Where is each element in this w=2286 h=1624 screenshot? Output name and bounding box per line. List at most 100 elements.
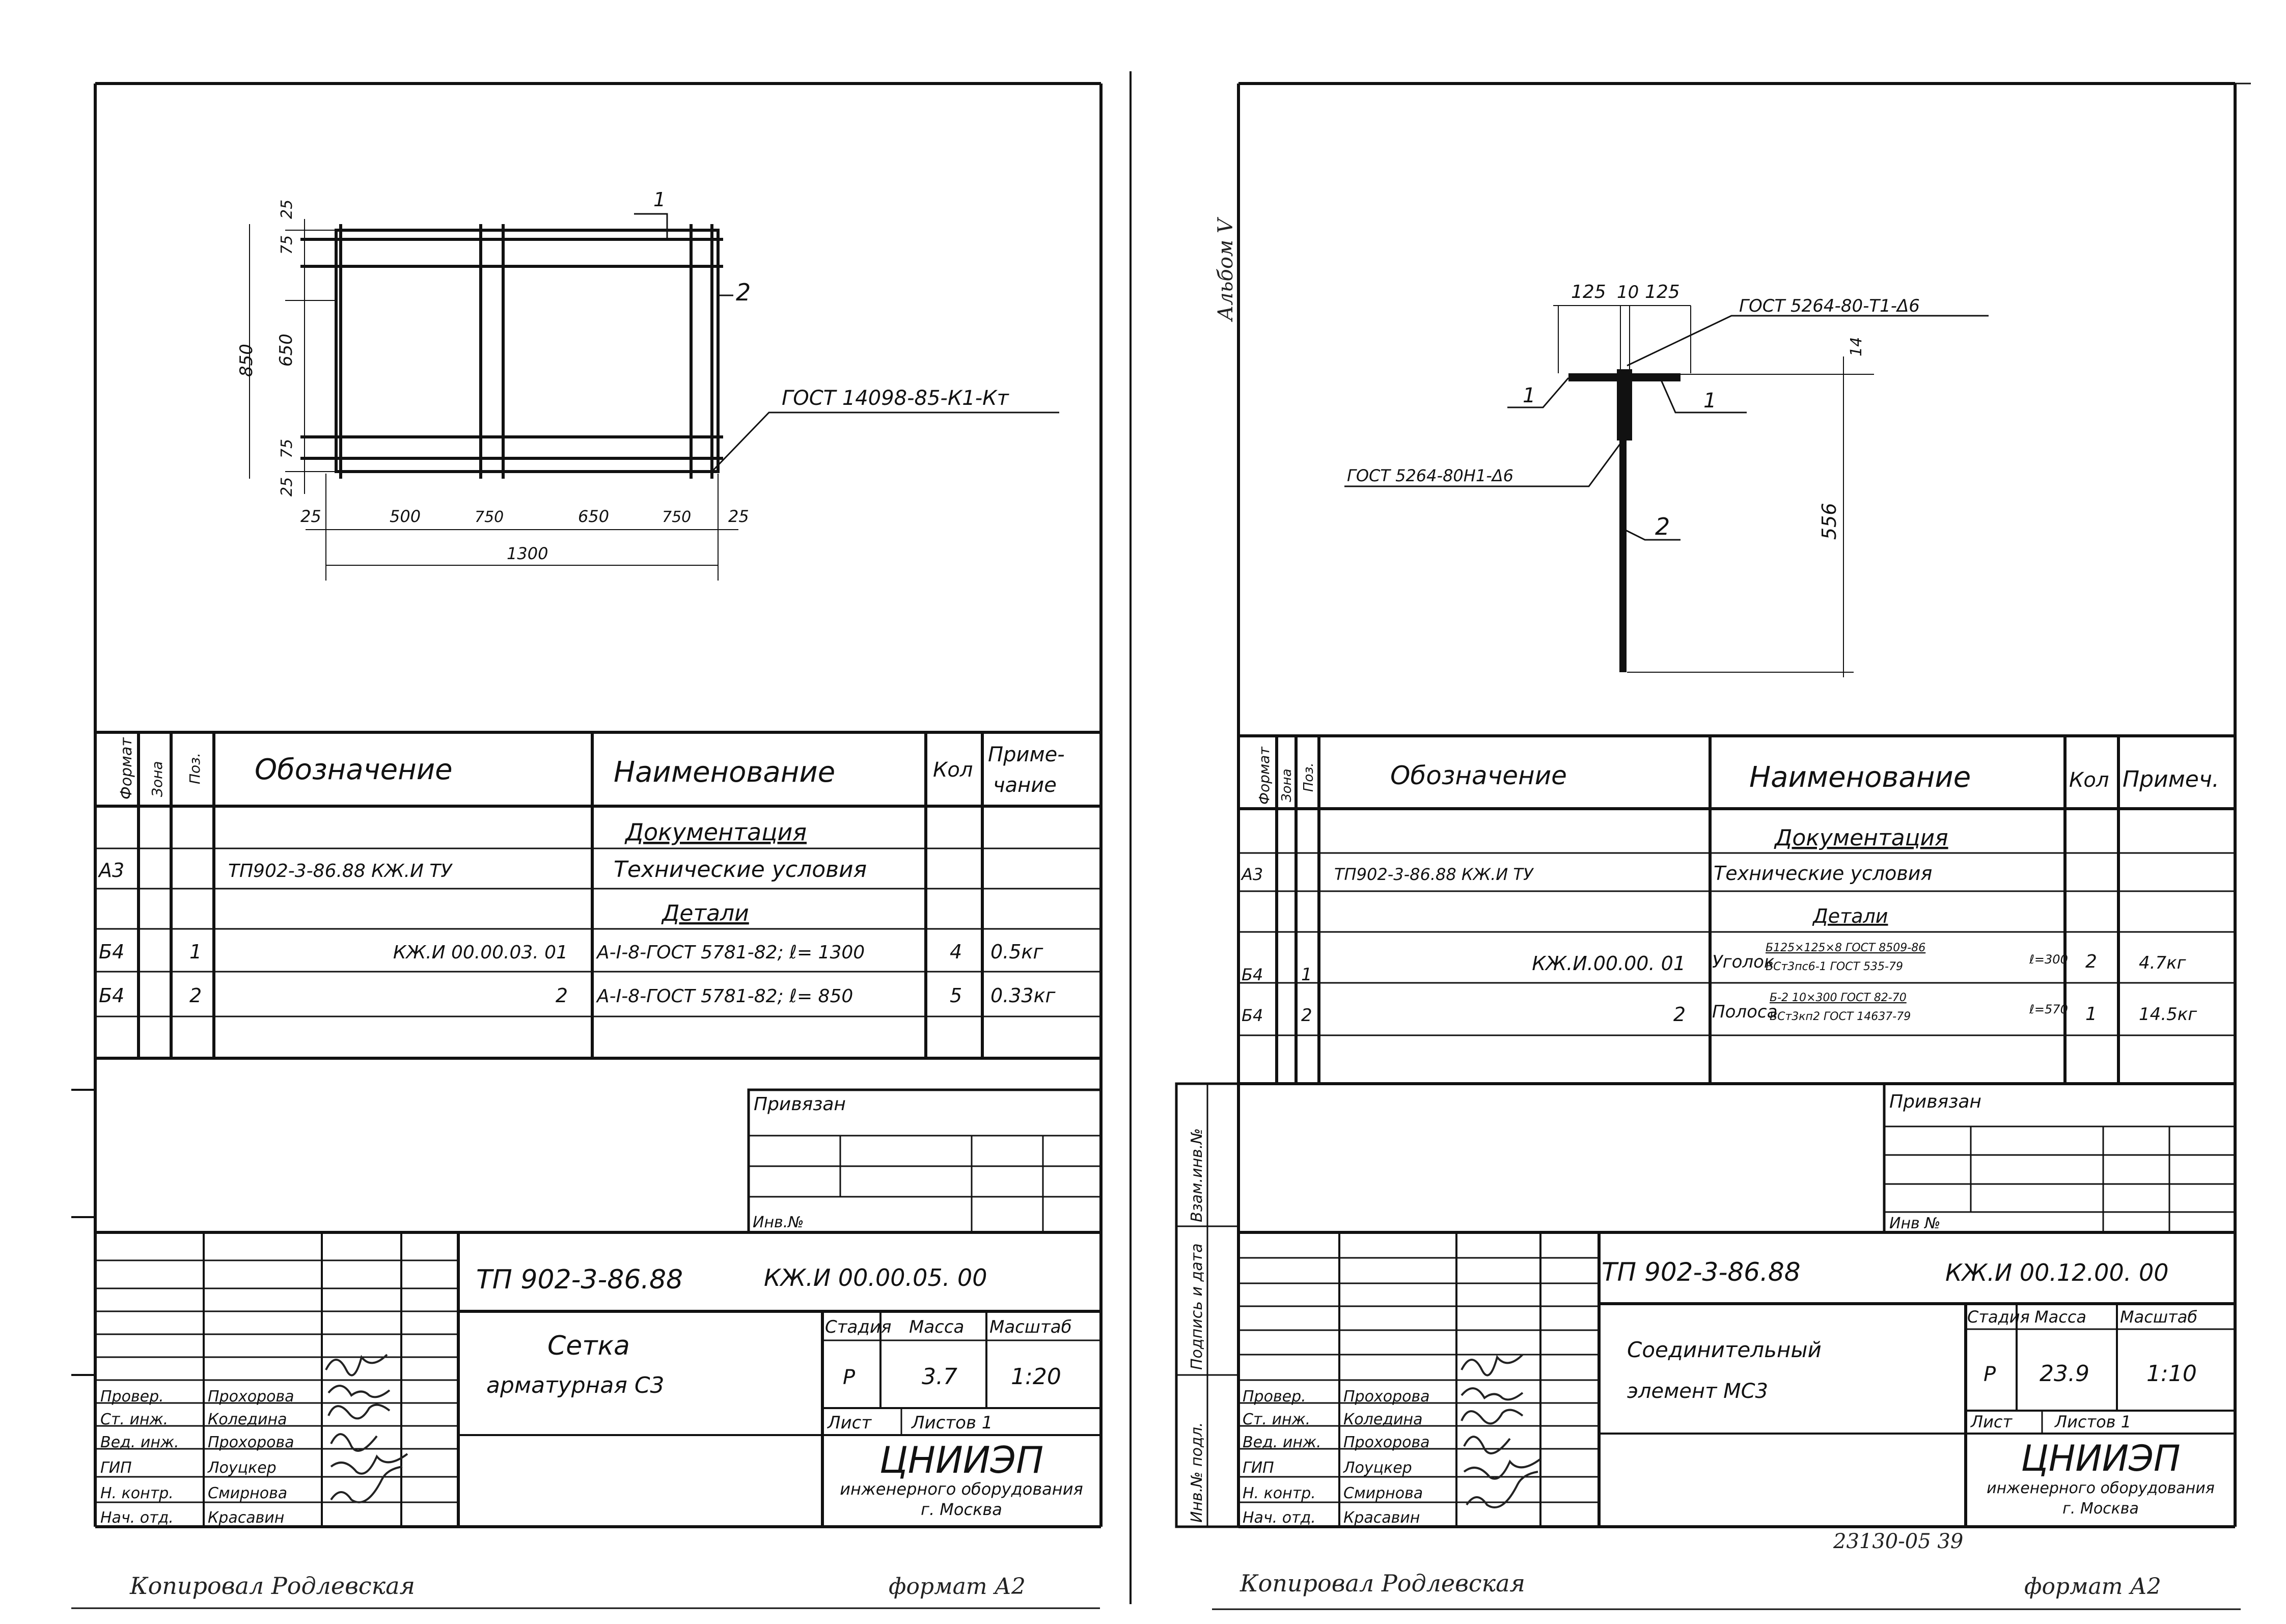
- l-row1-designation: ТП902-3-86.88 КЖ.И ТУ: [228, 861, 453, 882]
- l-tb-stage-h: Стадия: [825, 1317, 891, 1337]
- lh-format: Формат: [118, 737, 135, 800]
- l-role-0: Провер.: [100, 1388, 164, 1406]
- l-row3-name: А-I-8-ГОСТ 5781-82; ℓ= 850: [596, 986, 853, 1007]
- right-title-block: [1238, 1231, 2235, 1527]
- stamp-sign-date: Подпись и дата: [1188, 1244, 1206, 1370]
- r-binding-inv: Инв №: [1889, 1215, 1940, 1232]
- r-footer-format: формат А2: [2024, 1574, 2161, 1600]
- album-label: Альбом V: [1214, 216, 1237, 322]
- r-row2-pos: 1: [1301, 965, 1312, 985]
- angle-web: [1617, 369, 1632, 441]
- r-row1-designation: ТП902-3-86.88 КЖ.И ТУ: [1334, 865, 1534, 884]
- r-role-1: Ст. инж.: [1243, 1411, 1310, 1428]
- left-spec-table: [95, 731, 1101, 1060]
- dim-v-650: 650: [276, 334, 296, 367]
- conn-callout-1b: 1: [1703, 389, 1716, 412]
- lh-note-2: чание: [993, 774, 1057, 797]
- r-tb-sheet: Лист: [1970, 1412, 2013, 1432]
- dim-h-650: 650: [578, 507, 609, 526]
- lh-zone: Зона: [149, 761, 166, 797]
- dim-v-25-top: 25: [278, 200, 296, 219]
- dim-h-750-a: 750: [475, 508, 504, 526]
- r-section-docs: Документация: [1774, 825, 1948, 851]
- r-row3-pos: 2: [1301, 1005, 1312, 1026]
- l-tb-mass: 3.7: [922, 1364, 957, 1390]
- r-signatures: [1461, 1354, 1541, 1508]
- l-role-5: Нач. отд.: [100, 1509, 174, 1527]
- mesh-callout-1: 1: [653, 188, 666, 211]
- right-spec-table: [1238, 734, 2235, 1085]
- r-row2-name-main: Уголок: [1712, 952, 1775, 972]
- l-row2-format: Б4: [99, 941, 124, 963]
- l-tb-doc: КЖ.И 00.00.05. 00: [764, 1264, 987, 1291]
- dim-14: 14: [1848, 337, 1865, 356]
- l-role-1: Ст. инж.: [100, 1411, 168, 1428]
- l-tb-mass-h: Масса: [909, 1317, 964, 1337]
- r-role-2: Вед. инж.: [1243, 1434, 1321, 1451]
- rh-designation: Обозначение: [1390, 761, 1567, 790]
- l-person-3: Лоуцкер: [207, 1459, 277, 1477]
- lh-note-1: Приме-: [988, 743, 1065, 766]
- r-section-parts: Детали: [1812, 905, 1888, 927]
- r-person-3: Лоуцкер: [1343, 1459, 1412, 1477]
- l-row3-format: Б4: [99, 984, 124, 1007]
- l-tb-org1: ЦНИИЭП: [879, 1439, 1043, 1481]
- r-tb-stage-h: Стадия: [1967, 1307, 2030, 1327]
- r-row2-name-bottom: ВСт3пс6-1 ГОСТ 535-79: [1766, 960, 1903, 973]
- r-tb-org3: г. Москва: [2062, 1500, 2139, 1518]
- l-tb-sheets: Листов 1: [911, 1413, 993, 1433]
- l-tb-org3: г. Москва: [921, 1500, 1002, 1519]
- r-row3-name-tail: ℓ=570: [2029, 1002, 2068, 1016]
- r-tb-scale-h: Масштаб: [2120, 1307, 2197, 1327]
- r-person-1: Коледина: [1343, 1411, 1423, 1428]
- left-title-block: [95, 1231, 1101, 1527]
- r-row3-name-bottom: ВСт3кп2 ГОСТ 14637-79: [1770, 1010, 1911, 1023]
- l-row2-designation: КЖ.И 00.00.03. 01: [393, 942, 568, 963]
- r-person-0: Прохорова: [1343, 1388, 1430, 1406]
- r-person-5: Красавин: [1343, 1509, 1420, 1527]
- l-row2-note: 0.5кг: [990, 941, 1043, 963]
- r-row2-name-top: Б125×125×8 ГОСТ 8509-86: [1766, 942, 1925, 954]
- l-section-parts: Детали: [661, 900, 749, 926]
- l-role-2: Вед. инж.: [100, 1434, 179, 1451]
- r-role-3: ГИП: [1243, 1459, 1274, 1477]
- l-tb-stage: Р: [843, 1366, 856, 1389]
- l-tb-name-1: Сетка: [547, 1331, 630, 1361]
- l-person-0: Прохорова: [208, 1388, 294, 1406]
- mesh-gost-note: ГОСТ 14098-85-К1-Кт: [782, 387, 1010, 410]
- l-row2-name: А-I-8-ГОСТ 5781-82; ℓ= 1300: [596, 942, 865, 963]
- side-stamp: [1175, 1082, 1240, 1528]
- mesh-drawing: [249, 213, 1059, 581]
- l-signatures: [325, 1354, 408, 1503]
- conn-callout-1a: 1: [1523, 384, 1535, 407]
- l-row3-qty: 5: [950, 984, 962, 1007]
- l-tb-sheet: Лист: [827, 1413, 872, 1433]
- dim-v-75-bottom: 75: [278, 439, 296, 458]
- l-binding-inv: Инв.№: [753, 1214, 804, 1231]
- left-sheet: 1 2 ГОСТ 14098-85-К1-Кт 25 75 650 75 25 …: [71, 71, 1132, 1609]
- r-row3-name-main: Полоса: [1712, 1002, 1777, 1022]
- r-tb-mass: 23.9: [2040, 1361, 2089, 1387]
- l-tb-org2: инженерного оборудования: [840, 1479, 1083, 1499]
- l-tb-name-2: арматурная С3: [486, 1372, 665, 1398]
- l-person-4: Смирнова: [208, 1484, 287, 1502]
- r-tb-stage: Р: [1984, 1363, 1996, 1386]
- r-footer-copied: Копировал Родлевская: [1240, 1570, 1525, 1597]
- weld-note-1: ГОСТ 5264-80-Т1-Δ6: [1739, 296, 1920, 316]
- mesh-callout-2: 2: [736, 279, 751, 306]
- dim-h-750-b: 750: [662, 508, 691, 526]
- right-sheet: Инв.№ подл. Подпись и дата Взам.инв.№ Ал…: [1175, 82, 2251, 1610]
- lh-pos: Поз.: [186, 753, 203, 784]
- r-binding-title: Привязан: [1889, 1091, 1981, 1112]
- r-row2-qty: 2: [2085, 951, 2097, 972]
- r-row1-format: А3: [1241, 865, 1263, 884]
- dim-h-25-right: 25: [728, 507, 749, 526]
- dim-556: 556: [1818, 503, 1840, 540]
- r-role-4: Н. контр.: [1243, 1484, 1316, 1502]
- strip: [1619, 438, 1627, 672]
- r-role-5: Нач. отд.: [1243, 1509, 1316, 1527]
- r-tb-doc: КЖ.И 00.12.00. 00: [1945, 1259, 2168, 1286]
- r-person-4: Смирнова: [1343, 1484, 1423, 1502]
- conn-callout-2: 2: [1655, 513, 1670, 540]
